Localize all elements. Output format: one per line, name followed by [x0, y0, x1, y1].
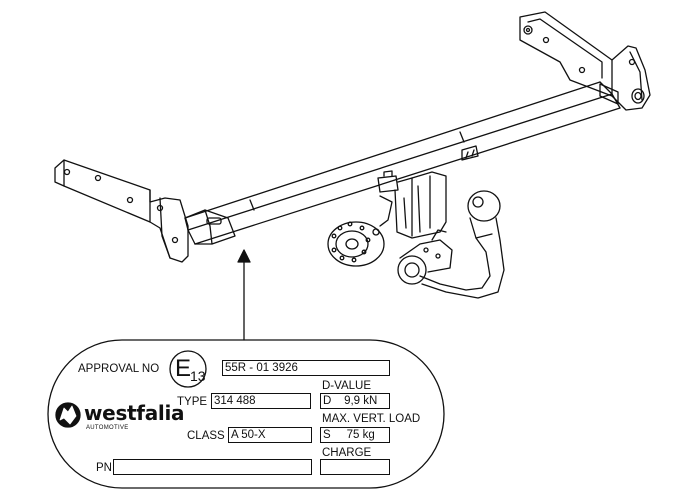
charge-field — [320, 459, 390, 475]
pn-field — [113, 459, 312, 475]
type-field: 314 488 — [211, 393, 311, 409]
identification-plate-outline — [47, 339, 445, 489]
maxload-label: MAX. VERT. LOAD — [322, 413, 421, 425]
brand-name: westfalia — [84, 401, 185, 425]
approval-label: APPROVAL NO — [78, 363, 160, 375]
westfalia-logo-icon — [55, 402, 81, 428]
tow-ball-mount — [377, 170, 447, 239]
class-label: CLASS — [187, 430, 225, 442]
emark-circle — [169, 350, 207, 388]
tow-ball-neck — [397, 190, 505, 299]
dvalue-label: D-VALUE — [322, 380, 371, 392]
right-mounting-bracket — [519, 11, 651, 111]
dvalue-field: D 9,9 kN — [320, 393, 390, 409]
class-field: A 50-X — [228, 427, 312, 443]
cross-beam — [184, 81, 621, 245]
maxload-field: S 75 kg — [320, 427, 390, 443]
approval-number-field: 55R - 01 3926 — [222, 360, 390, 376]
pn-label: PN — [96, 462, 112, 474]
type-label: TYPE — [177, 396, 208, 408]
pointer-arrow — [237, 249, 251, 341]
brand-subtitle: AUTOMOTIVE — [86, 425, 129, 431]
emark-number: 13 — [190, 368, 206, 384]
charge-label: CHARGE — [322, 447, 372, 459]
emark-letter: E — [175, 355, 192, 382]
socket-plate — [327, 195, 393, 267]
left-mounting-bracket — [54, 159, 236, 263]
